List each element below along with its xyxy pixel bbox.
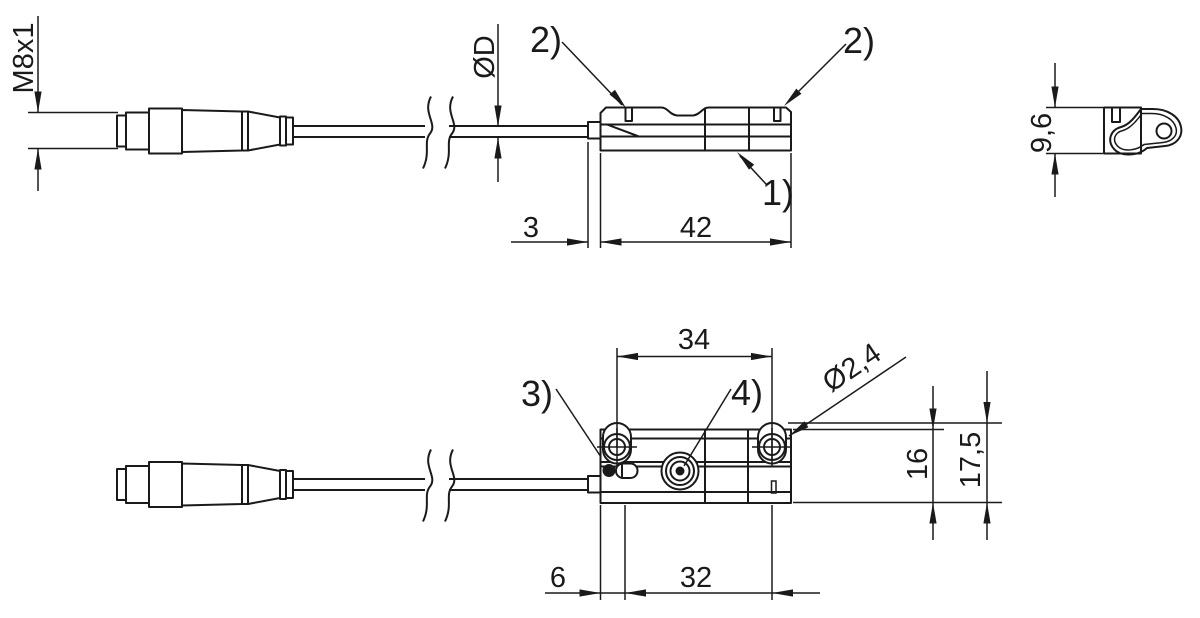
- dim-9-6-label: 9,6: [1026, 113, 1058, 153]
- slot-detail: [770, 480, 777, 494]
- dim-17-5-label: 17,5: [955, 432, 987, 488]
- dim-34-label: 34: [678, 324, 710, 356]
- cable-gland-side: [587, 121, 602, 140]
- cable-side-view: [292, 95, 589, 170]
- note-1: 1): [762, 172, 794, 213]
- note-2-right: 2): [843, 20, 875, 61]
- dimensions: M8x1 ØD 3 42 2) 2) 1): [8, 16, 1103, 600]
- mounting-lug-inner: [1113, 112, 1178, 151]
- connector-side-view: [116, 107, 294, 155]
- note-3: 3): [521, 373, 553, 414]
- cable-gland-bottom: [587, 475, 602, 494]
- dim-3-label: 3: [523, 212, 539, 244]
- hole-diameter-label: Ø2,4: [817, 337, 887, 399]
- adjuster: [660, 451, 700, 491]
- end-view: [1103, 106, 1183, 156]
- thread-label: M8x1: [8, 23, 40, 94]
- connector-bottom-view: [116, 461, 294, 508]
- dim-42-label: 42: [680, 212, 712, 244]
- bottom-view: [116, 422, 792, 523]
- lug-hole: [1155, 122, 1173, 140]
- note-2-left: 2): [530, 19, 562, 60]
- dim-6-label: 6: [550, 562, 566, 594]
- housing-side-outline: [599, 106, 792, 152]
- optic-window: [615, 462, 639, 479]
- led-indicator: [602, 464, 616, 477]
- clamp-slot-right: [773, 107, 782, 122]
- mounting-lug-outline: [1109, 108, 1183, 156]
- cable-diameter-label: ØD: [469, 35, 501, 79]
- dim-16-label: 16: [902, 448, 934, 480]
- dim-32-label: 32: [680, 562, 712, 594]
- note-4: 4): [731, 372, 763, 413]
- top-view: [116, 95, 792, 170]
- clamp-slot-left: [624, 107, 633, 122]
- cable-bottom-view: [292, 448, 589, 523]
